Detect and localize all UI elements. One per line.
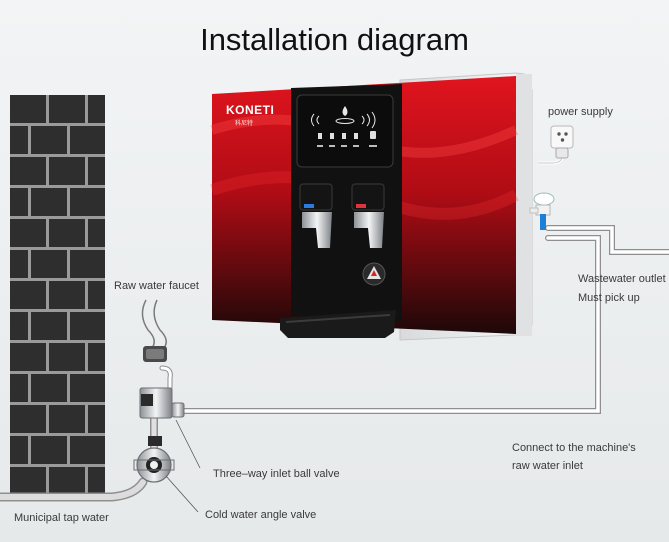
- brick: [70, 188, 105, 216]
- brick: [88, 467, 105, 495]
- brick: [49, 219, 85, 247]
- brick: [49, 157, 85, 185]
- drop-icon: [335, 106, 355, 124]
- brick: [10, 219, 46, 247]
- label-municipal-tap-water: Municipal tap water: [14, 512, 109, 524]
- hot-water-tap: [351, 183, 385, 248]
- brick: [49, 343, 85, 371]
- power-socket: [538, 125, 574, 165]
- brick: [31, 126, 67, 154]
- brick: [49, 95, 85, 123]
- brick: [70, 250, 105, 278]
- brick: [70, 126, 105, 154]
- brick: [10, 188, 28, 216]
- brick: [10, 281, 46, 309]
- brick: [31, 374, 67, 402]
- brick: [10, 374, 28, 402]
- brick: [88, 281, 105, 309]
- brick: [88, 219, 105, 247]
- brand-logo: KONETI: [226, 103, 275, 117]
- hot-water-icon: [354, 133, 358, 139]
- brick: [88, 95, 105, 123]
- brick: [10, 126, 28, 154]
- leader-lines: [165, 419, 201, 513]
- raw-water-faucet: [141, 299, 167, 362]
- brick: [31, 436, 67, 464]
- brick: [70, 436, 105, 464]
- three-way-valve: [139, 387, 185, 419]
- diagram-title: Installation diagram: [200, 22, 469, 57]
- brick: [88, 157, 105, 185]
- label-connect-raw-inlet-2: raw water inlet: [512, 460, 583, 472]
- brick: [49, 405, 85, 433]
- label-three-way-valve: Three–way inlet ball valve: [213, 468, 340, 480]
- brick-wall: [10, 95, 105, 495]
- brick: [10, 312, 28, 340]
- label-cold-water-valve: Cold water angle valve: [205, 509, 317, 521]
- child-lock-icon: [342, 133, 346, 139]
- brick: [49, 467, 85, 495]
- cold-water-tap: [299, 183, 333, 248]
- label-wastewater-outlet: Wastewater outlet: [578, 273, 666, 285]
- brick: [10, 95, 46, 123]
- side-fittings: [529, 192, 555, 230]
- angle-valve: [133, 436, 175, 483]
- brick: [49, 281, 85, 309]
- brick: [10, 157, 46, 185]
- label-raw-water-faucet: Raw water faucet: [114, 280, 199, 292]
- brick: [10, 343, 46, 371]
- brick: [70, 374, 105, 402]
- brick: [31, 312, 67, 340]
- brick: [10, 467, 46, 495]
- water-dispenser: [210, 72, 555, 341]
- label-must-pick-up: Must pick up: [578, 292, 640, 304]
- brick: [10, 405, 46, 433]
- brick: [70, 312, 105, 340]
- brand-subname: 科尼特: [235, 121, 254, 127]
- brick: [31, 188, 67, 216]
- brick: [88, 405, 105, 433]
- brick: [31, 250, 67, 278]
- brick: [10, 250, 28, 278]
- label-connect-raw-inlet-1: Connect to the machine's: [512, 442, 636, 454]
- warning-triangle-icon: [362, 262, 386, 286]
- brick: [10, 436, 28, 464]
- label-power-supply: power supply: [548, 106, 613, 118]
- brick: [88, 343, 105, 371]
